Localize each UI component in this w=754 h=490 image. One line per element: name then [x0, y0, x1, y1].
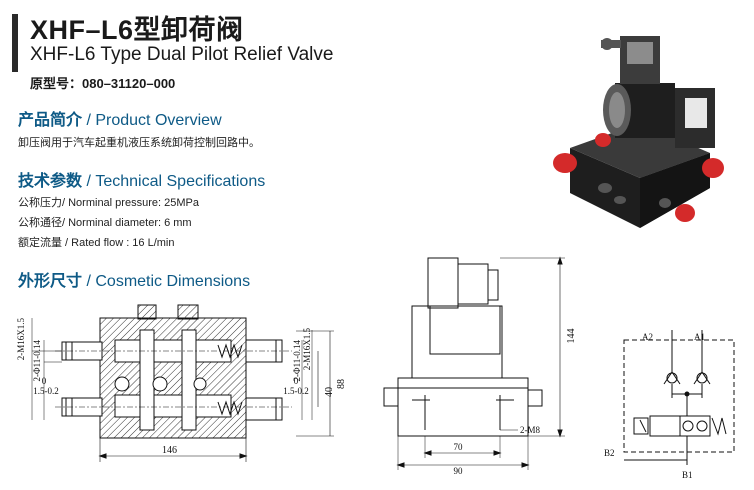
- front-right-thread-dim: 2-M16X1.5: [302, 328, 312, 371]
- front-left-tol-dim: 1.5-0.2: [33, 386, 59, 396]
- spec-nominal-diameter: 公称通径/ Norminal diameter: 6 mm: [18, 217, 192, 229]
- side-hole-dim: 2-M8: [520, 425, 540, 435]
- heading-separator: /: [86, 273, 96, 290]
- front-outer-height-dim: 88: [336, 379, 347, 389]
- original-model-number: 原型号：080–31120–000: [30, 76, 176, 91]
- front-left-zero-dim: 0: [42, 376, 47, 386]
- side-base-outer-dim: 90: [454, 466, 464, 476]
- dimensions-heading-cn: 外形尺寸: [18, 273, 83, 290]
- overview-heading: 产品简介 / Product Overview: [18, 106, 222, 130]
- front-inner-height-dim: 40: [324, 387, 335, 397]
- hydraulic-schematic: [623, 330, 735, 465]
- front-right-phi-dim: 2-Φ11-0.14: [292, 340, 302, 382]
- dimensions-heading: 外形尺寸 / Cosmetic Dimensions: [18, 267, 250, 291]
- overview-heading-en: Product Overview: [95, 112, 222, 129]
- front-right-zero-dim: 0: [294, 376, 299, 386]
- front-section-view: [31, 304, 334, 462]
- title-chinese: XHF–L6型卸荷阀: [30, 15, 244, 45]
- title-english: XHF-L6 Type Dual Pilot Relief Valve: [30, 44, 334, 65]
- side-view: [383, 256, 565, 470]
- front-right-tol-dim: 1.5-0.2: [283, 386, 309, 396]
- title-accent-bar: [12, 14, 18, 72]
- overview-text: 卸压阀用于汽车起重机液压系统卸荷控制回路中。: [18, 137, 260, 149]
- front-left-thread-dim: 2-M16X1.5: [16, 318, 26, 361]
- port-a1-label: A1: [694, 332, 705, 342]
- front-width-dim: 146: [162, 445, 177, 456]
- side-base-inner-dim: 70: [454, 442, 464, 452]
- port-b2-label: B2: [604, 448, 615, 458]
- side-height-dim: 144: [566, 329, 577, 344]
- spec-nominal-pressure: 公称压力/ Norminal pressure: 25MPa: [18, 197, 199, 209]
- overview-heading-cn: 产品简介: [18, 112, 83, 129]
- specs-heading-en: Technical Specifications: [95, 173, 266, 190]
- port-a2-label: A2: [642, 332, 653, 342]
- dimensions-heading-en: Cosmetic Dimensions: [95, 273, 251, 290]
- specs-heading: 技术参数 / Technical Specifications: [18, 167, 265, 191]
- port-b1-label: B1: [682, 470, 693, 480]
- product-photo: [553, 36, 724, 228]
- heading-separator: /: [86, 112, 96, 129]
- heading-separator: /: [86, 173, 96, 190]
- spec-rated-flow: 额定流量 / Rated flow : 16 L/min: [18, 237, 175, 249]
- front-left-phi-dim: 2-Φ11-0.14: [32, 340, 42, 382]
- specs-heading-cn: 技术参数: [18, 173, 83, 190]
